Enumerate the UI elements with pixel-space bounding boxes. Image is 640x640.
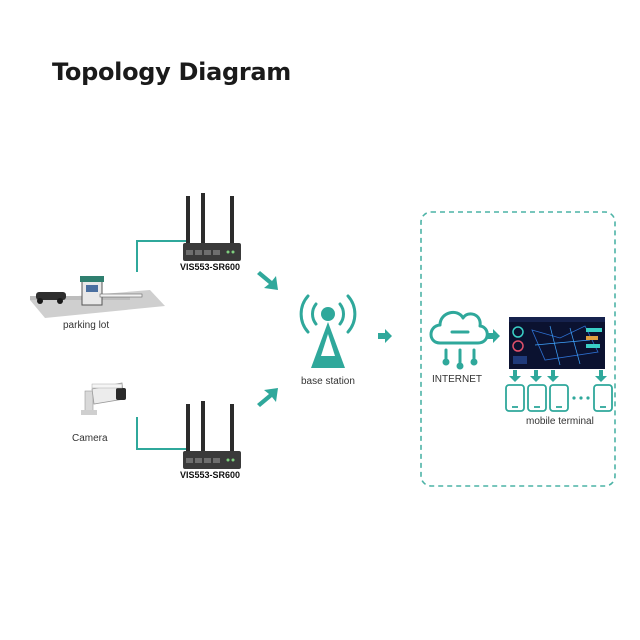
- camera-icon: [81, 382, 126, 415]
- down-arrow-icon: [509, 370, 607, 382]
- cloud-icon: [429, 310, 489, 370]
- router-icon-top: [183, 193, 241, 261]
- router-label-bottom: VIS553-SR600: [180, 470, 241, 480]
- connector-top: [136, 240, 188, 272]
- cloud-region-border: [420, 211, 616, 487]
- barrier-gate-icon: [30, 276, 165, 318]
- router-label-top: VIS553-SR600: [180, 262, 241, 272]
- router-icon-bottom: [183, 401, 241, 469]
- page-title: Topology Diagram: [52, 58, 291, 86]
- phone-icon: [505, 384, 613, 412]
- right-arrow-icon: [257, 271, 500, 407]
- parking-lot-label: parking lot: [63, 320, 110, 331]
- base-station-label: base station: [301, 376, 355, 387]
- phone-ellipsis: [572, 396, 590, 400]
- cell-tower-icon: [299, 294, 357, 368]
- connector-bottom: [136, 417, 188, 450]
- dashboard-icon: [509, 317, 605, 369]
- camera-label: Camera: [72, 433, 108, 444]
- mobile-terminal-label: mobile terminal: [526, 416, 594, 427]
- internet-label: INTERNET: [432, 374, 482, 385]
